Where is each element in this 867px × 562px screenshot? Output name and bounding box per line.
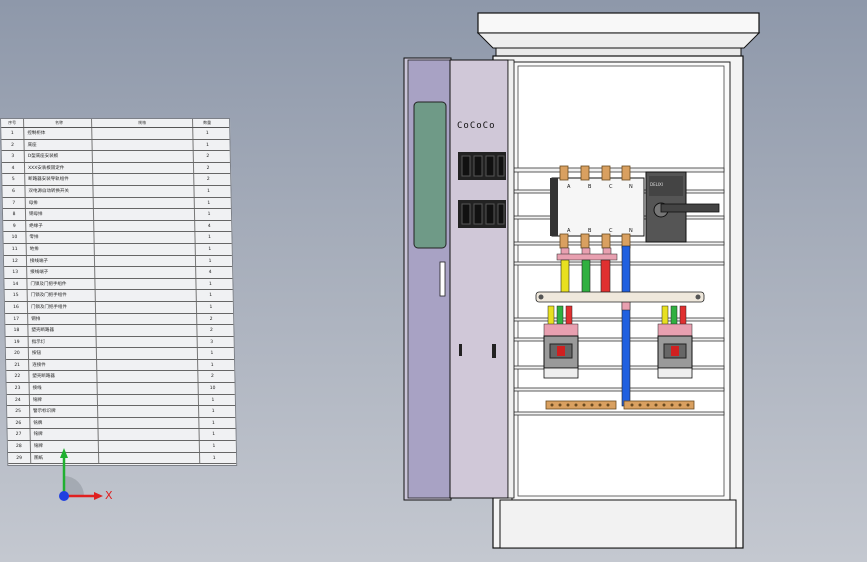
z-axis-dot (59, 491, 69, 501)
neutral-cable (621, 245, 631, 407)
door-lock-left (459, 344, 462, 356)
door-handle[interactable] (439, 261, 446, 297)
ats-controller: DELIXI (645, 171, 720, 243)
axis-plane-sector (64, 476, 84, 496)
mounting-plate (517, 65, 725, 497)
main-busbar (535, 291, 705, 303)
door-inner-panel (449, 59, 509, 499)
door-viewing-window (413, 101, 447, 249)
ats-top-label-n: N (629, 184, 633, 190)
phase-c-cable (600, 259, 611, 295)
y-axis-arrow (60, 448, 68, 458)
ats-bottom-label-c: C (609, 228, 613, 234)
door-hinge-side (507, 59, 515, 499)
axis-triad: X (59, 448, 113, 502)
ats-bottom-label-a: A (567, 228, 571, 234)
ats-top-label-c: C (609, 184, 613, 190)
terminal-bars (545, 400, 695, 410)
cabinet-base (499, 499, 737, 549)
ats-bottom-label-b: B (588, 228, 592, 234)
phase-a-cable (560, 259, 570, 295)
svg-text:DELIXI: DELIXI (650, 182, 663, 187)
cabinet-roof (477, 12, 760, 34)
ats-switch: A B C N A B C N (550, 165, 645, 249)
door-switch-block-1 (458, 152, 506, 180)
mccb-left (543, 305, 579, 379)
ats-top-label-a: A (567, 184, 571, 190)
ats-bottom-label-n: N (629, 228, 633, 234)
door-switch-block-2 (458, 200, 506, 228)
door-indicator-lights: CoCoCo (457, 121, 496, 131)
svg-text:CoCoCo: CoCoCo (457, 121, 496, 131)
phase-b-cable (581, 259, 591, 295)
x-axis-label: X (105, 489, 113, 502)
x-axis-arrow (94, 492, 103, 500)
cabinet-roof-bevel (476, 32, 761, 49)
door-lock-right (492, 344, 496, 358)
mccb-right (657, 305, 693, 379)
ats-top-label-b: B (588, 184, 592, 190)
